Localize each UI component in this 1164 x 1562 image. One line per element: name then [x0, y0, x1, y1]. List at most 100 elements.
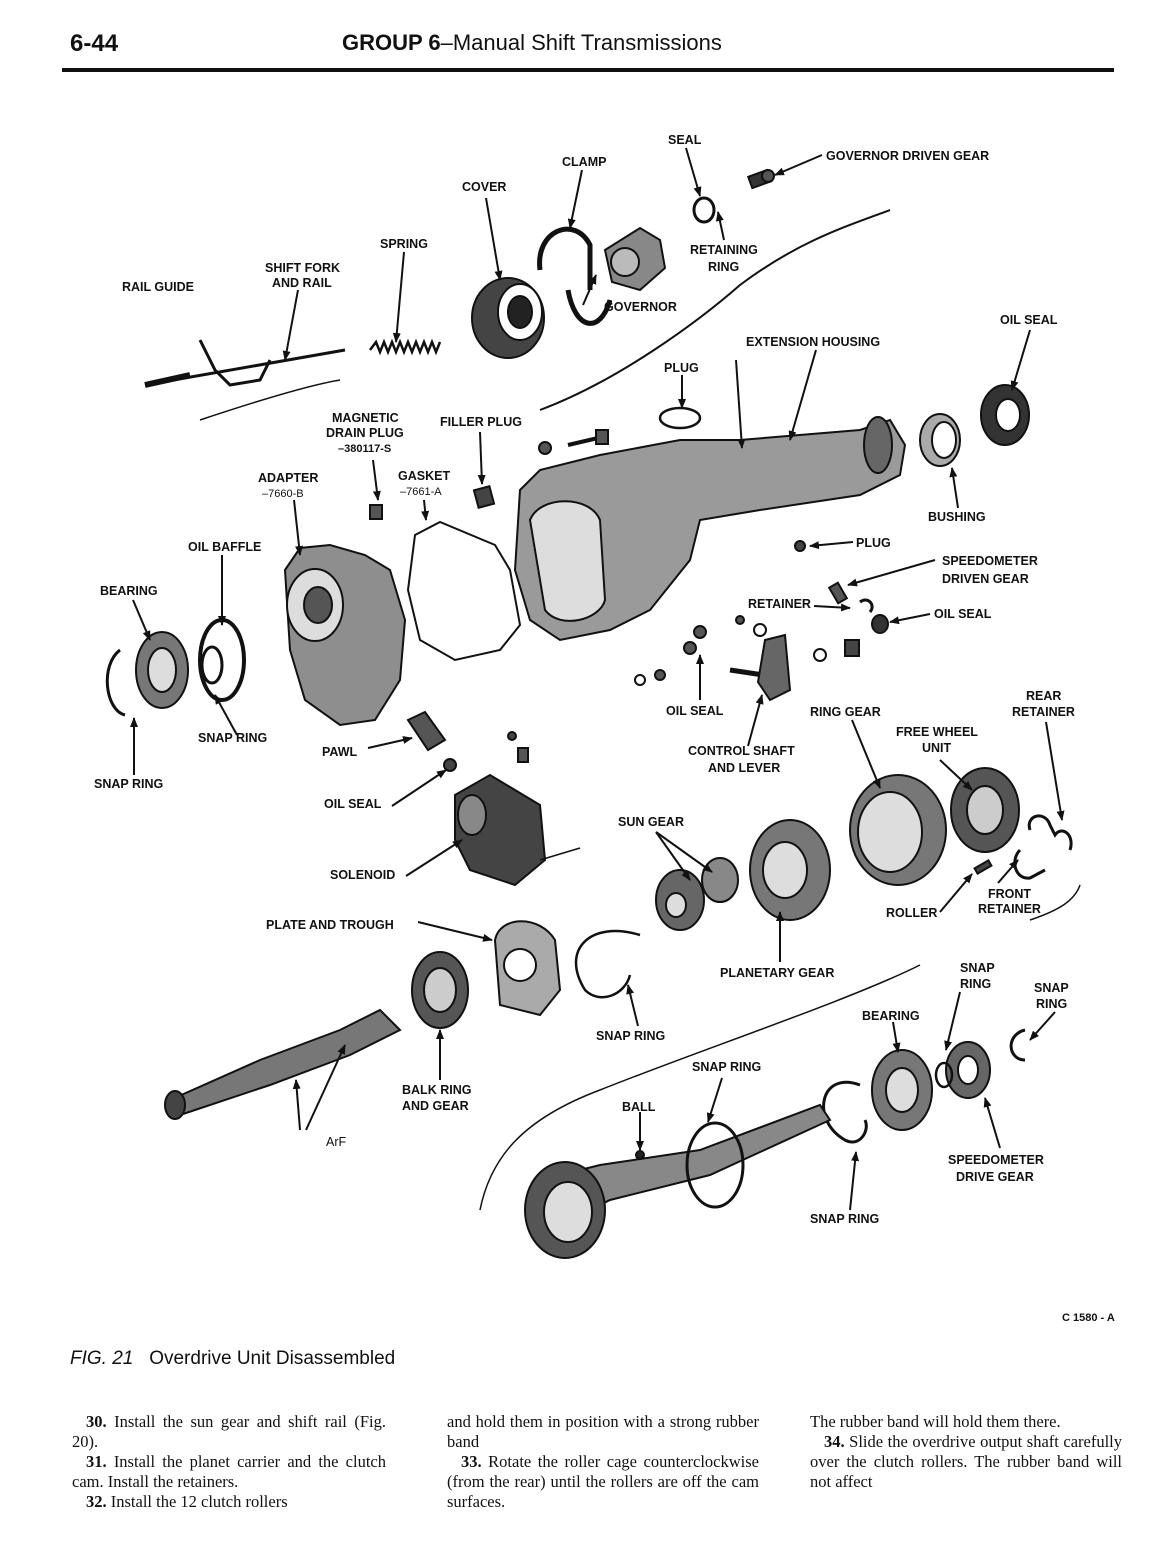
- label-ring-gear: RING GEAR: [810, 705, 881, 719]
- overdrive-exploded-diagram: SEAL CLAMP GOVERNOR DRIVEN GEAR COVER SP…: [94, 133, 1081, 1259]
- oil-seal-top-part: [980, 384, 1030, 446]
- label-snap-ring-left: SNAP RING: [198, 731, 267, 745]
- adapter-part: [283, 543, 407, 727]
- leader-lines: [130, 147, 1065, 1211]
- step-text: Install the 12 clutch rollers: [110, 1492, 288, 1511]
- label-snap-ring-bottom: SNAP RING: [810, 1212, 879, 1226]
- extension-housing-part: [513, 416, 907, 642]
- label-extension-housing: EXTENSION HOUSING: [746, 335, 880, 349]
- small-parts-right: [634, 540, 889, 686]
- label-rail-guide: RAIL GUIDE: [122, 280, 194, 294]
- label-shift-fork-1: SHIFT FORK: [265, 261, 340, 275]
- oil-baffle-part: [198, 618, 246, 702]
- cover-part: [471, 277, 545, 359]
- seal-part: [692, 196, 716, 224]
- figure-code: C 1580 - A: [1062, 1312, 1115, 1324]
- step-text: The rubber band will hold them there.: [810, 1412, 1061, 1431]
- label-snap-ring-r1-1: SNAP: [960, 961, 995, 975]
- label-speedo-driven-2: DRIVEN GEAR: [942, 572, 1029, 586]
- label-rear-retainer-1: REAR: [1026, 689, 1061, 703]
- label-cover: COVER: [462, 180, 506, 194]
- label-front-retainer-1: FRONT: [988, 887, 1031, 901]
- label-balk-ring-1: BALK RING: [402, 1083, 471, 1097]
- step-number: 33.: [461, 1452, 482, 1471]
- label-sun-gear: SUN GEAR: [618, 815, 684, 829]
- snap-ring-right-part: [1009, 1028, 1026, 1062]
- label-solenoid: SOLENOID: [330, 868, 395, 882]
- label-bushing: BUSHING: [928, 510, 986, 524]
- label-spring: SPRING: [380, 237, 428, 251]
- snap-ring-center-part: [574, 929, 641, 999]
- paragraph: 30. Install the sun gear and shift rail …: [72, 1412, 386, 1452]
- step-text: Rotate the roller cage counterclockwise …: [447, 1452, 759, 1511]
- label-snap-ring-r1-2: RING: [960, 977, 991, 991]
- label-oil-seal-low: OIL SEAL: [324, 797, 382, 811]
- label-gasket-num: –7661-A: [400, 486, 442, 498]
- label-governor: GOVERNOR: [604, 300, 677, 314]
- parts: [105, 168, 1081, 1259]
- step-text: Install the sun gear and shift rail (Fig…: [72, 1412, 386, 1451]
- label-control-shaft-2: AND LEVER: [708, 761, 780, 775]
- label-magnetic-3: –380117-S: [338, 443, 391, 455]
- bushing-part: [919, 413, 961, 467]
- governor-part: [603, 226, 667, 292]
- filler-plug-part: [538, 429, 609, 455]
- snap-ring-far-left-part: [105, 648, 126, 717]
- page-header-title: GROUP 6–Manual Shift Transmissions: [342, 30, 722, 56]
- label-snap-ring-far-left: SNAP RING: [94, 777, 163, 791]
- label-free-wheel-2: UNIT: [922, 741, 952, 755]
- step-number: 32.: [86, 1492, 107, 1511]
- figure-caption: FIG. 21 Overdrive Unit Disassembled: [70, 1348, 395, 1370]
- shaft-part: [164, 1008, 402, 1120]
- paragraph: 34. Slide the overdrive output shaft car…: [810, 1432, 1122, 1492]
- page-number: 6-44: [70, 30, 119, 57]
- label-adapter: ADAPTER: [258, 471, 318, 485]
- figure-number: FIG. 21: [70, 1348, 134, 1369]
- paragraph: 32. Install the 12 clutch rollers: [72, 1492, 386, 1512]
- magnetic-drain-plug-part: [369, 504, 383, 520]
- label-roller: ROLLER: [886, 906, 937, 920]
- label-bearing-left: BEARING: [100, 584, 158, 598]
- label-plug-mid: PLUG: [856, 536, 891, 550]
- step-text: Slide the overdrive output shaft careful…: [810, 1432, 1123, 1491]
- label-front-retainer-2: RETAINER: [978, 902, 1041, 916]
- label-rear-retainer-2: RETAINER: [1012, 705, 1075, 719]
- label-retainer: RETAINER: [748, 597, 811, 611]
- governor-driven-gear-part: [746, 168, 775, 190]
- label-control-shaft-1: CONTROL SHAFT: [688, 744, 795, 758]
- label-seal: SEAL: [668, 133, 702, 147]
- label-retaining-ring-2: RING: [708, 260, 739, 274]
- label-speedo-drive-2: DRIVE GEAR: [956, 1170, 1034, 1184]
- label-oil-seal-mid: OIL SEAL: [666, 704, 724, 718]
- step-text: Install the planet carrier and the clutc…: [72, 1452, 386, 1491]
- step-text: and hold them in position with a strong …: [447, 1412, 759, 1451]
- solenoid-part: [443, 758, 581, 887]
- label-free-wheel-1: FREE WHEEL: [896, 725, 978, 739]
- group-label: GROUP 6: [342, 30, 441, 55]
- label-speedo-driven-1: SPEEDOMETER: [942, 554, 1038, 568]
- paragraph: and hold them in position with a strong …: [447, 1412, 759, 1452]
- speedometer-drive-gear-part: [934, 1041, 991, 1099]
- label-oil-seal-right: OIL SEAL: [934, 607, 992, 621]
- control-shaft-part: [729, 633, 792, 702]
- label-plate-trough: PLATE AND TROUGH: [266, 918, 394, 932]
- label-speedo-drive-1: SPEEDOMETER: [948, 1153, 1044, 1167]
- pawl-part: [406, 710, 529, 763]
- clamp-part: [537, 226, 593, 290]
- label-snap-ring-r2-1: SNAP: [1034, 981, 1069, 995]
- label-magnetic-1: MAGNETIC: [332, 411, 399, 425]
- label-gasket: GASKET: [398, 469, 450, 483]
- planetary-gear-part: [749, 819, 831, 921]
- plate-trough-part: [493, 920, 562, 1017]
- step-number: 34.: [824, 1432, 845, 1451]
- roller-part: [973, 859, 993, 875]
- step-number: 31.: [86, 1452, 107, 1471]
- label-pawl: PAWL: [322, 745, 358, 759]
- plug-part: [658, 406, 702, 430]
- paragraph: The rubber band will hold them there.: [810, 1412, 1122, 1432]
- balk-ring-part: [411, 951, 469, 1029]
- label-governor-driven-gear: GOVERNOR DRIVEN GEAR: [826, 149, 989, 163]
- group-title: –Manual Shift Transmissions: [440, 30, 722, 55]
- paragraph: 31. Install the planet carrier and the c…: [72, 1452, 386, 1492]
- ring-gear-part: [849, 774, 947, 886]
